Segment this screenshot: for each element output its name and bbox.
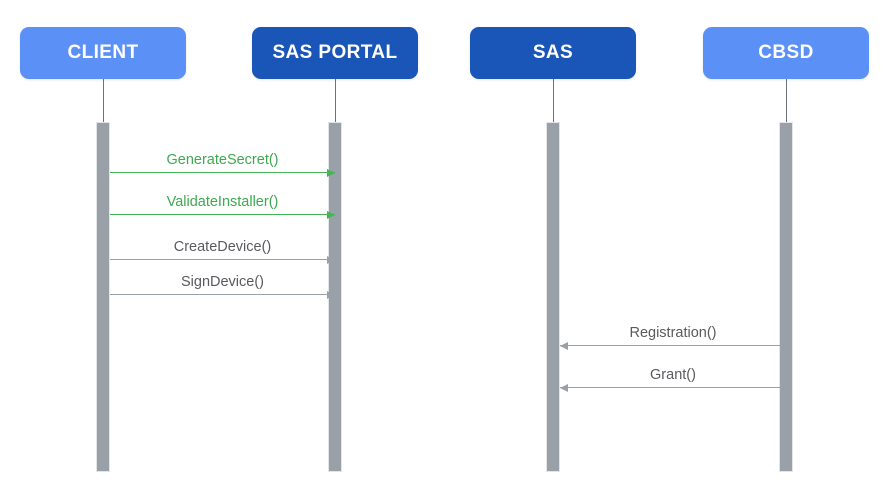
message-create-device[interactable]: CreateDevice() [110,239,335,264]
participant-box-client[interactable]: CLIENT [20,27,186,79]
activation-bar-sas[interactable] [546,122,560,472]
message-line-sign-device [110,294,335,296]
arrowhead-right-icon [327,168,335,177]
participant-box-sas-portal[interactable]: SAS PORTAL [252,27,418,79]
arrowhead-right-icon [327,255,335,264]
message-label-generate-secret: GenerateSecret() [166,152,279,168]
participant-box-cbsd[interactable]: CBSD [703,27,869,79]
lifeline-sas-portal [335,79,336,122]
arrowhead-left-icon [560,341,568,350]
activation-bar-cbsd[interactable] [779,122,793,472]
message-line-registration [560,345,786,347]
lifeline-sas [553,79,554,122]
participant-label-client: CLIENT [67,42,139,63]
message-registration[interactable]: Registration() [560,325,786,350]
message-label-sign-device: SignDevice() [181,274,264,290]
participant-box-sas[interactable]: SAS [470,27,636,79]
participant-label-sas: SAS [532,42,574,63]
message-line-grant [560,387,786,389]
message-label-create-device: CreateDevice() [173,239,272,255]
arrowhead-left-icon [560,383,568,392]
participant-label-sas-portal: SAS PORTAL [272,42,398,63]
lifeline-client [103,79,104,122]
message-line-generate-secret [110,172,335,174]
message-sign-device[interactable]: SignDevice() [110,274,335,299]
message-label-validate-installer: ValidateInstaller() [166,194,279,210]
arrowhead-right-icon [327,210,335,219]
message-label-grant: Grant() [650,367,696,383]
message-generate-secret[interactable]: GenerateSecret() [110,152,335,177]
lifeline-cbsd [786,79,787,122]
activation-bar-client[interactable] [96,122,110,472]
message-line-create-device [110,259,335,261]
message-grant[interactable]: Grant() [560,367,786,392]
arrowhead-right-icon [327,290,335,299]
message-label-registration: Registration() [629,325,717,341]
participant-label-cbsd: CBSD [758,42,814,63]
message-line-validate-installer [110,214,335,216]
message-validate-installer[interactable]: ValidateInstaller() [110,194,335,219]
